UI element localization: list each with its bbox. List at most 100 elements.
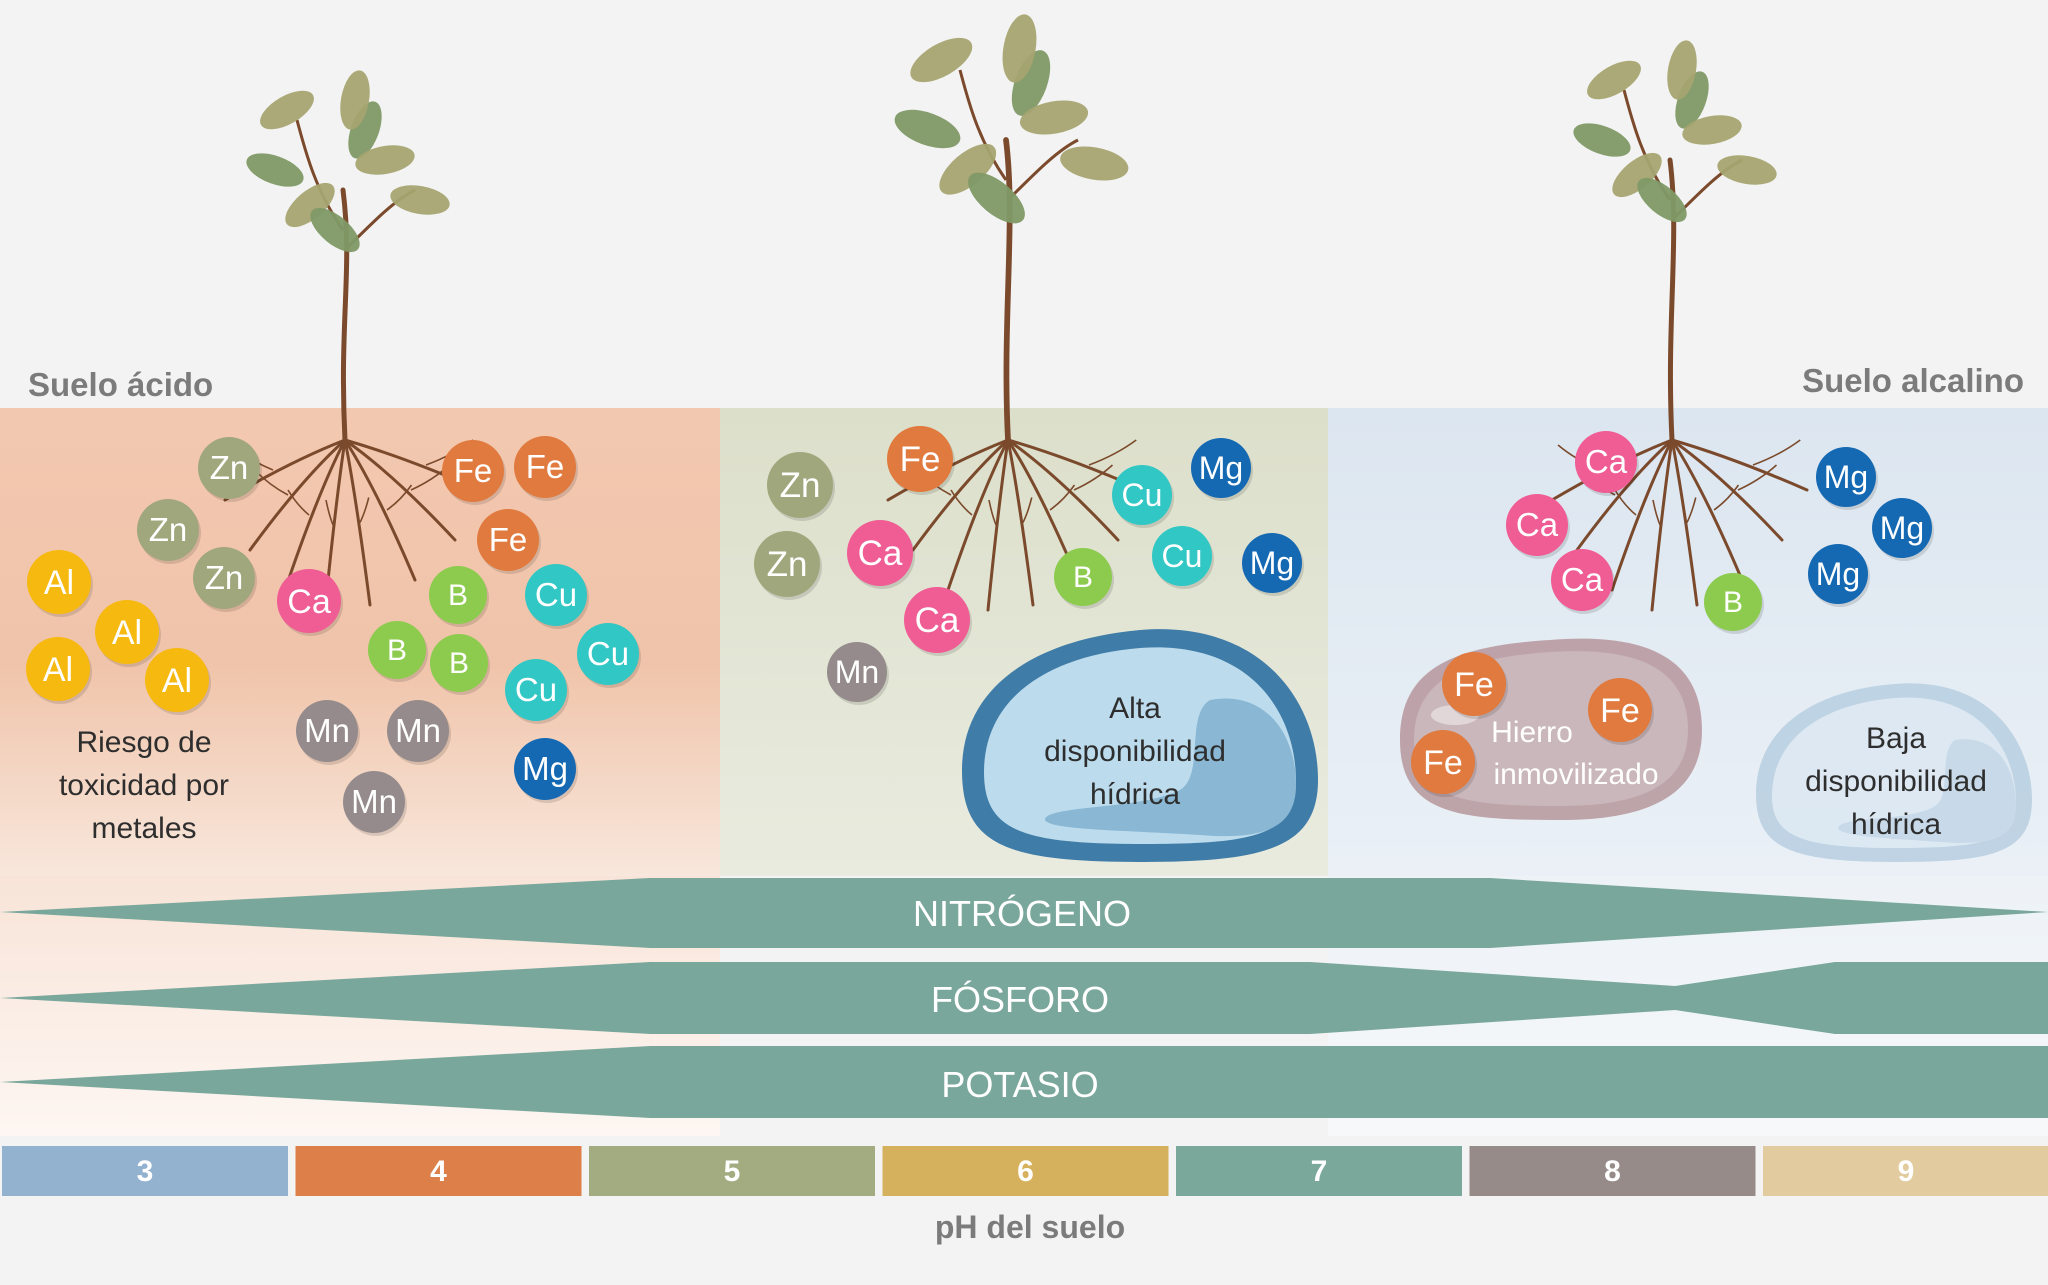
element-symbol: Ca [858, 534, 903, 573]
element-mg-bubble: Mg [1872, 498, 1934, 561]
plant-icon [1550, 40, 1809, 612]
element-bubble-circle [95, 600, 159, 664]
element-bubble-circle [477, 509, 539, 571]
element-bubble-circle [887, 426, 953, 492]
ph-segment: 7 [1176, 1146, 1462, 1196]
ph-segment: 9 [1763, 1146, 2048, 1196]
element-cu-bubble: Cu [525, 564, 589, 629]
element-symbol: Mn [395, 712, 441, 749]
element-bubble-circle [1816, 447, 1876, 507]
ph-segment-value: 6 [1017, 1155, 1034, 1188]
element-bubble-circle [1551, 549, 1613, 611]
element-bubble-circle [137, 499, 199, 561]
element-bubble-circle [754, 531, 820, 597]
element-bubble-circle [847, 520, 913, 586]
element-zn-bubble: Zn [767, 452, 835, 521]
ph-segment-value: 7 [1311, 1155, 1328, 1188]
element-symbol: Al [112, 614, 142, 652]
element-ca-bubble: Ca [1506, 494, 1570, 559]
phosphorus-label: FÓSFORO [931, 979, 1109, 1020]
element-bubble-circle [1588, 678, 1652, 742]
element-zn-bubble: Zn [754, 531, 822, 600]
element-symbol: Al [44, 564, 74, 602]
element-symbol: Cu [535, 576, 577, 613]
element-symbol: Zn [210, 449, 249, 486]
element-bubble-circle [277, 569, 341, 633]
element-symbol: Fe [1600, 692, 1640, 730]
element-ca-bubble: Ca [277, 569, 343, 636]
element-symbol: Mg [522, 750, 568, 787]
element-ca-bubble: Ca [1575, 431, 1639, 496]
ph-axis-label: pH del suelo [935, 1209, 1125, 1245]
element-bubble-circle [514, 436, 576, 498]
element-bubble-circle [767, 452, 833, 518]
acid-soil-title: Suelo ácido [28, 366, 213, 403]
element-bubble-circle [343, 771, 405, 833]
element-symbol: Cu [587, 635, 629, 672]
element-bubble-circle [387, 700, 449, 762]
element-al-bubble: Al [145, 648, 211, 715]
element-bubble-circle [26, 637, 90, 701]
element-fe-bubble: Fe [887, 426, 955, 495]
element-symbol: Mg [1816, 556, 1860, 592]
element-symbol: Fe [454, 452, 493, 489]
potassium-label: POTASIO [941, 1064, 1098, 1105]
element-bubble-circle [1506, 494, 1568, 556]
low-water-label-line2: disponibilidad [1805, 765, 1987, 798]
alkaline-soil-title: Suelo alcalino [1802, 362, 2024, 399]
low-water-label-line1: Baja [1866, 722, 1926, 755]
element-symbol: Zn [767, 545, 808, 584]
water-drop-high-icon [962, 629, 1318, 862]
element-cu-bubble: Cu [1152, 526, 1214, 589]
ph-segment-value: 5 [724, 1155, 741, 1188]
nutrient-band-nitrogen: NITRÓGENO [0, 878, 2048, 948]
element-bubble-circle [577, 623, 639, 685]
element-bubble-circle [1872, 498, 1932, 558]
element-mg-bubble: Mg [1242, 533, 1304, 596]
element-b-bubble: B [429, 566, 489, 627]
element-symbol: Fe [1423, 744, 1463, 782]
element-symbol: Mg [1880, 510, 1924, 546]
element-symbol: Mg [1250, 545, 1294, 581]
element-b-bubble: B [1054, 548, 1114, 609]
nutrient-band-phosphorus: FÓSFORO [0, 962, 2048, 1034]
element-symbol: Ca [1561, 561, 1604, 598]
element-bubble-circle [904, 587, 970, 653]
element-fe-bubble: Fe [477, 509, 541, 574]
element-bubble-circle [505, 659, 567, 721]
element-bubble-circle [442, 440, 504, 502]
element-bubble-circle [1442, 652, 1506, 716]
element-symbol: Al [162, 662, 192, 700]
ph-segment: 6 [882, 1146, 1169, 1196]
element-symbol: Mn [835, 654, 879, 690]
ph-segment: 4 [295, 1146, 582, 1196]
element-fe-bubble: Fe [514, 436, 578, 501]
element-symbol: Zn [780, 466, 821, 505]
ph-segment-value: 8 [1604, 1155, 1621, 1188]
element-cu-bubble: Cu [1112, 465, 1174, 528]
element-bubble-circle [27, 550, 91, 614]
element-fe-bubble: Fe [442, 440, 506, 505]
ph-segment-value: 4 [430, 1155, 447, 1188]
element-bubble-circle [1575, 431, 1637, 493]
element-symbol: Cu [1122, 477, 1163, 513]
element-zn-bubble: Zn [198, 437, 262, 502]
element-symbol: Fe [1454, 666, 1494, 704]
element-bubble-circle [525, 564, 587, 626]
element-b-bubble: B [430, 634, 490, 695]
ph-segment: 8 [1469, 1146, 1756, 1196]
element-symbol: Ca [1585, 443, 1628, 480]
element-symbol: Cu [515, 671, 557, 708]
element-mn-bubble: Mn [343, 771, 407, 836]
metal-risk-label-line1: Riesgo de [76, 726, 211, 759]
nitrogen-label: NITRÓGENO [913, 893, 1131, 934]
element-symbol: Mg [1824, 459, 1868, 495]
element-fe-bubble: Fe [1411, 730, 1477, 797]
element-ca-bubble: Ca [1551, 549, 1615, 614]
ph-segment: 5 [589, 1146, 875, 1196]
element-symbol: Fe [489, 521, 528, 558]
